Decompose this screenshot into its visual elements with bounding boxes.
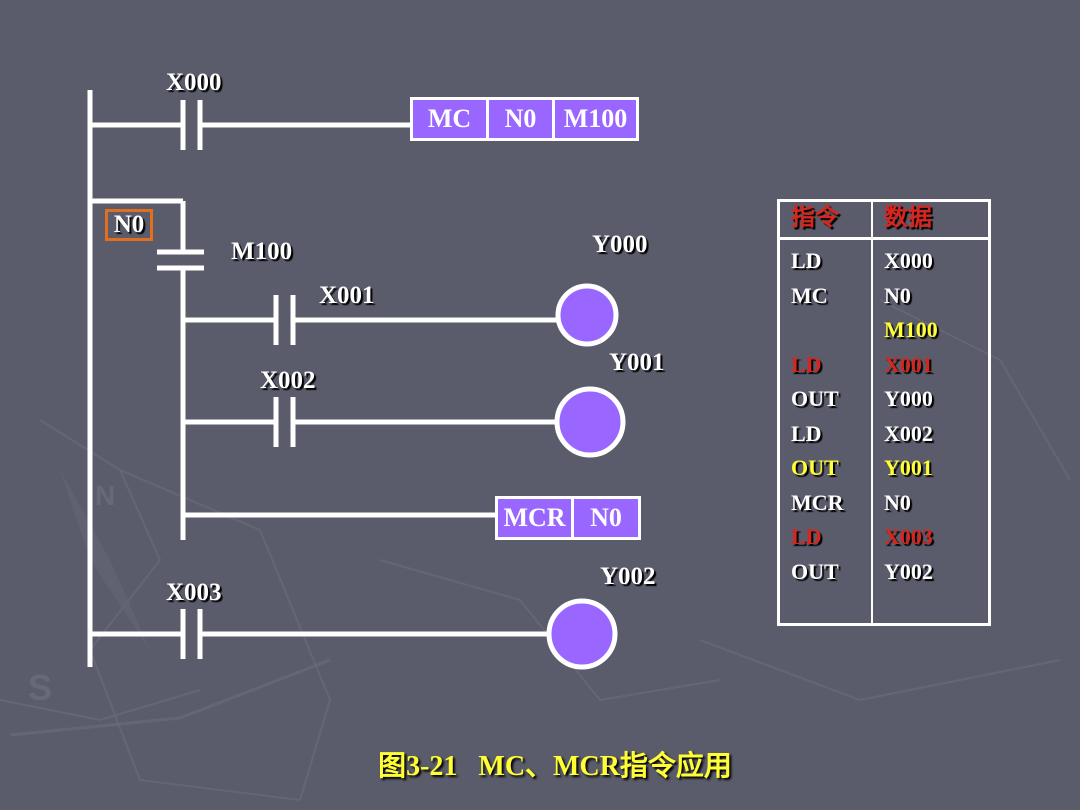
table-row: OUT Y001 bbox=[780, 457, 988, 491]
mc-nesting-cell: N0 bbox=[489, 100, 552, 138]
coil-y002 bbox=[546, 598, 618, 670]
table-row: LD X001 bbox=[780, 351, 988, 388]
row-instruction: LD bbox=[791, 351, 822, 377]
nesting-level-tag: N0 bbox=[105, 209, 153, 241]
mc-device-cell: M100 bbox=[555, 100, 636, 138]
row-data: N0 bbox=[884, 489, 911, 515]
row-data: X003 bbox=[884, 524, 933, 549]
row-data: X000 bbox=[884, 248, 933, 273]
contact-label-m100: M100 bbox=[231, 238, 293, 265]
mcr-nesting-cell: N0 bbox=[574, 499, 638, 537]
coil-label-y001: Y001 bbox=[609, 349, 665, 376]
coil-y000 bbox=[555, 283, 619, 347]
table-row: OUT Y002 bbox=[780, 558, 988, 595]
table-row: LD X003 bbox=[780, 526, 988, 560]
row-data: X002 bbox=[884, 420, 933, 446]
svg-text:S: S bbox=[28, 667, 52, 708]
table-row: MCR N0 bbox=[780, 489, 988, 526]
contact-label-x003: X003 bbox=[166, 579, 222, 606]
figure-caption: 图3-21 MC、MCR指令应用 bbox=[378, 751, 732, 782]
row-instruction: LD bbox=[791, 248, 822, 273]
table-header: 指令 数据 bbox=[780, 202, 988, 240]
mcr-instruction-block: MCR N0 bbox=[495, 496, 641, 540]
svg-text:N: N bbox=[95, 480, 115, 511]
table-row: OUT Y000 bbox=[780, 388, 988, 422]
contact-label-x001: X001 bbox=[319, 282, 375, 309]
row-instruction: LD bbox=[791, 524, 822, 549]
coil-label-y002: Y002 bbox=[600, 563, 656, 590]
coil-label-y000: Y000 bbox=[592, 231, 648, 258]
nesting-level-label: N0 bbox=[113, 211, 145, 238]
row-instruction: MCR bbox=[791, 489, 844, 515]
row-data: M100 bbox=[884, 317, 938, 342]
row-data: X001 bbox=[884, 351, 933, 377]
row-instruction: OUT bbox=[791, 558, 839, 584]
table-row: LD X000 bbox=[780, 250, 988, 284]
coil-y001 bbox=[554, 386, 626, 458]
mc-instruction-block: MC N0 M100 bbox=[410, 97, 639, 141]
row-data: Y000 bbox=[884, 386, 933, 411]
table-row: M100 bbox=[780, 319, 988, 353]
table-column-divider bbox=[871, 202, 873, 623]
row-data: N0 bbox=[884, 282, 911, 308]
contact-label-x000: X000 bbox=[166, 69, 222, 96]
header-data: 数据 bbox=[884, 205, 932, 231]
table-row: MC N0 bbox=[780, 282, 988, 319]
table-row: LD X002 bbox=[780, 420, 988, 457]
row-data: Y001 bbox=[884, 455, 933, 480]
contact-label-x002: X002 bbox=[260, 367, 316, 394]
row-data: Y002 bbox=[884, 558, 933, 584]
mcr-instruction-cell: MCR bbox=[498, 499, 571, 537]
row-instruction: OUT bbox=[791, 455, 839, 480]
header-instruction: 指令 bbox=[791, 205, 839, 231]
row-instruction: LD bbox=[791, 420, 822, 446]
row-instruction: MC bbox=[791, 282, 828, 308]
row-instruction: OUT bbox=[791, 386, 839, 411]
mc-instruction-cell: MC bbox=[413, 100, 486, 138]
